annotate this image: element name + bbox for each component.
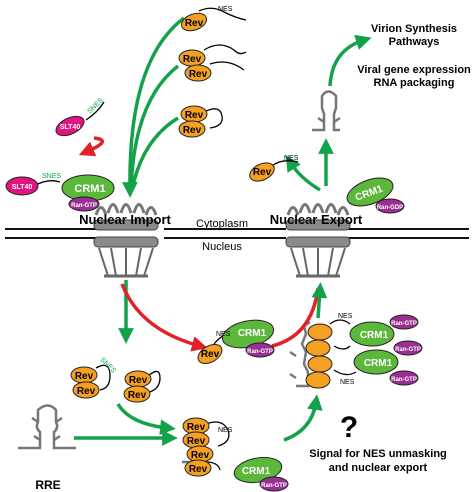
arrow-complex-to-export-complex xyxy=(283,394,323,442)
snes-label: SNES xyxy=(42,173,61,180)
rev-label: Rev xyxy=(191,450,210,461)
signal-label-line2: and nuclear export xyxy=(329,462,428,474)
nuclear-import-label: Nuclear Import xyxy=(79,212,171,227)
rev-dimer-nucleus-right: Rev Rev xyxy=(123,370,161,403)
arrow-export-release xyxy=(285,155,321,192)
arrow-slt40-inhibit xyxy=(78,136,104,157)
rev-label: Rev xyxy=(129,375,148,386)
viral-gene-expression-label-line2: RNA packaging xyxy=(374,77,455,89)
slt40-label: SLT40 xyxy=(60,124,81,131)
nes-label: NES xyxy=(218,6,233,13)
rev-label: Rev xyxy=(183,54,202,65)
ran-gdp-label: Ran-GDP xyxy=(377,205,403,211)
question-mark: ? xyxy=(340,411,358,444)
rre-rna-stemloop xyxy=(18,404,76,450)
rev-released-cytoplasm: Rev NES xyxy=(249,155,299,182)
crm1-label: CRM1 xyxy=(74,183,105,195)
nes-label: NES xyxy=(338,313,353,320)
nes-label: NES xyxy=(284,155,299,162)
slt40-free: SLT40 SNES xyxy=(55,97,105,137)
rev-label: Rev xyxy=(201,349,220,360)
rev-label: Rev xyxy=(185,110,204,121)
rev-label: Rev xyxy=(128,390,147,401)
rev-label: Rev xyxy=(189,464,208,475)
rre-label: RRE xyxy=(35,478,60,492)
rev-crm1-ran-gtp-nucleus: Rev CRM1 Ran-GTP NES xyxy=(197,319,275,364)
arrow-complex-to-export xyxy=(311,282,328,319)
slt40-label: SLT40 xyxy=(12,184,33,191)
rev-monomer-nes-top: Rev NES xyxy=(180,6,247,32)
rev-label: Rev xyxy=(187,422,206,433)
nes-label: NES xyxy=(218,427,233,434)
nuclear-pore-export xyxy=(285,203,351,278)
crm1-label: CRM1 xyxy=(360,330,389,341)
nuclear-membrane xyxy=(5,228,469,239)
ran-gtp-label: Ran-GTP xyxy=(247,349,273,355)
rev-label: Rev xyxy=(77,386,96,397)
viral-gene-expression-label-line1: Viral gene expression xyxy=(357,64,471,76)
ran-gtp-label: Ran-GTP xyxy=(261,483,287,489)
rev-dimer-top: Rev Rev xyxy=(178,44,247,82)
rev-label: Rev xyxy=(183,125,202,136)
nes-label: NES xyxy=(340,379,355,386)
ran-gtp-label: Ran-GTP xyxy=(391,321,417,327)
virion-synthesis-label-line2: Pathways xyxy=(389,36,440,48)
ran-gtp-label: Ran-GTP xyxy=(71,203,97,209)
arrow-rev-to-complex xyxy=(116,403,176,436)
arrow-to-virion-synthesis xyxy=(328,34,372,87)
arrow-import-to-crm1 xyxy=(120,283,208,352)
crm1-ran-gtp-bottom: CRM1 Ran-GTP xyxy=(233,456,289,492)
nes-label: NES xyxy=(216,331,231,338)
crm1-ran-gdp-cytoplasm: CRM1 Ran-GDP xyxy=(346,177,405,214)
rev-label: Rev xyxy=(75,371,94,382)
rev-dimer-masked-top: Rev Rev xyxy=(178,105,223,138)
crm1-label: CRM1 xyxy=(238,328,267,339)
slt40-crm1-complex: SLT40 CRM1 Ran-GTP SNES xyxy=(5,173,115,212)
virion-synthesis-label-line1: Virion Synthesis xyxy=(371,23,457,35)
rev-rre-complex: Rev Rev Rev Rev NES xyxy=(182,417,233,477)
crm1-label: CRM1 xyxy=(364,358,393,369)
rev-label: Rev xyxy=(189,69,208,80)
rev-label: Rev xyxy=(185,18,204,29)
rev-rre-crm1-export-complex: NES NES CRM1 CRM1 Ran-GTP Ran-GTP Ran-GT… xyxy=(305,313,423,389)
cytoplasm-label: Cytoplasm xyxy=(196,218,248,230)
rev-label: Rev xyxy=(187,436,206,447)
signal-label-line1: Signal for NES unmasking xyxy=(309,448,447,460)
arrow-rev-to-import xyxy=(122,16,186,198)
rev-label: Rev xyxy=(253,167,272,178)
ran-gtp-label: Ran-GTP xyxy=(391,377,417,383)
nucleus-label: Nucleus xyxy=(202,241,242,253)
export-rna-stemloop xyxy=(312,90,341,132)
nuclear-export-label: Nuclear Export xyxy=(270,212,363,227)
ran-gtp-label: Ran-GTP xyxy=(395,347,421,353)
rev-dimer-nucleus-left: Rev Rev SNES xyxy=(70,356,117,399)
nuclear-pore-import xyxy=(93,203,159,278)
crm1-label: CRM1 xyxy=(242,466,271,477)
